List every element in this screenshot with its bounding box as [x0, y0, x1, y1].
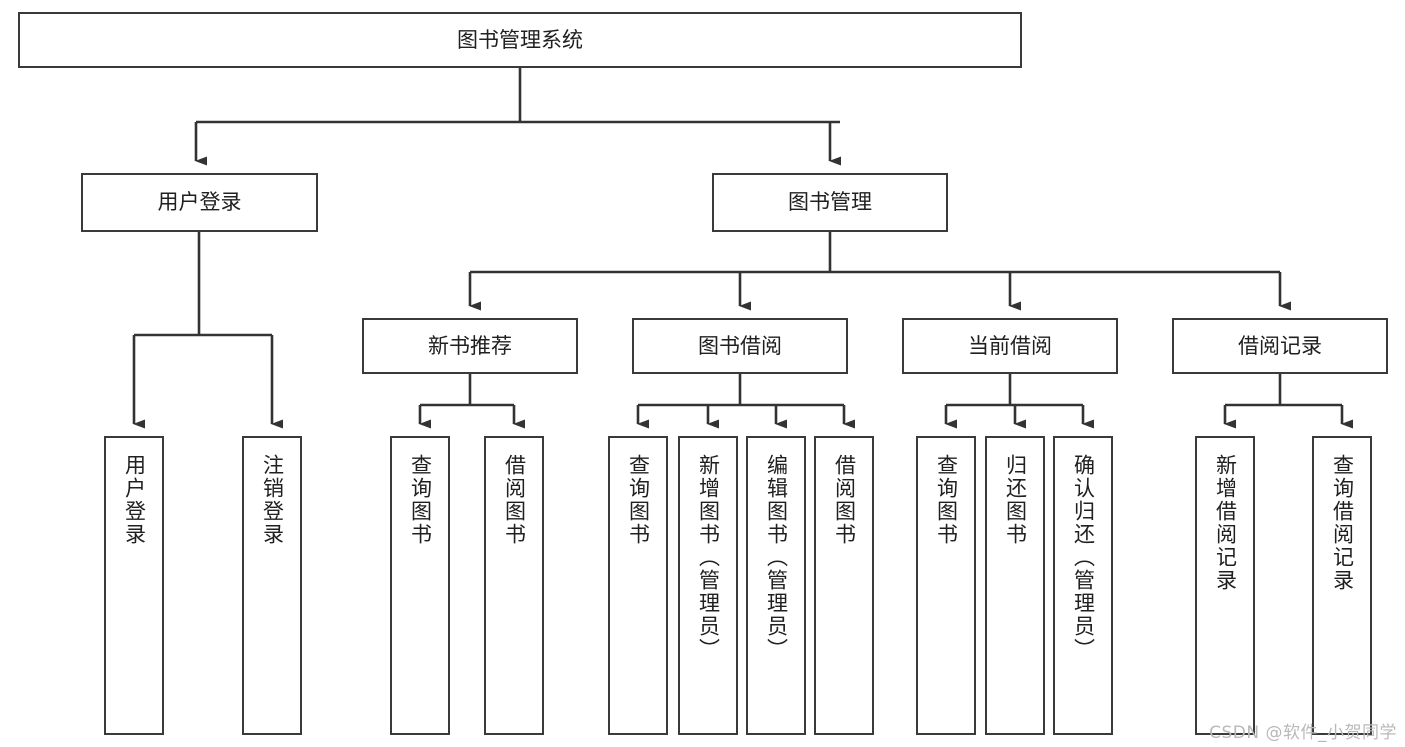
node-leaf-query-book-rec-label: 查询图书 — [408, 454, 433, 546]
node-borrow-record[interactable]: 借阅记录 — [1172, 318, 1388, 374]
node-new-book-rec[interactable]: 新书推荐 — [362, 318, 578, 374]
node-book-manage-label: 图书管理 — [788, 190, 872, 215]
node-leaf-return-book-label: 归还图书 — [1003, 454, 1028, 546]
node-leaf-query-book-rec[interactable]: 查询图书 — [390, 436, 450, 735]
node-leaf-query-book-cb[interactable]: 查询图书 — [916, 436, 976, 735]
node-leaf-add-record-label: 新增借阅记录 — [1213, 454, 1238, 592]
node-leaf-query-book-bb[interactable]: 查询图书 — [608, 436, 668, 735]
node-leaf-user-login[interactable]: 用户登录 — [104, 436, 164, 735]
node-root[interactable]: 图书管理系统 — [18, 12, 1022, 68]
node-user-login[interactable]: 用户登录 — [81, 173, 318, 232]
node-book-borrow-label: 图书借阅 — [698, 333, 782, 358]
node-borrow-record-label: 借阅记录 — [1238, 333, 1322, 358]
node-current-borrow[interactable]: 当前借阅 — [902, 318, 1118, 374]
node-book-manage[interactable]: 图书管理 — [712, 173, 948, 232]
node-leaf-query-book-cb-label: 查询图书 — [934, 454, 959, 546]
node-leaf-user-login-label: 用户登录 — [122, 454, 147, 546]
node-leaf-add-book[interactable]: 新增图书（管理员） — [678, 436, 738, 735]
node-leaf-query-book-bb-label: 查询图书 — [626, 454, 651, 546]
node-new-book-rec-label: 新书推荐 — [428, 333, 512, 358]
node-root-label: 图书管理系统 — [457, 27, 583, 52]
node-leaf-return-book[interactable]: 归还图书 — [985, 436, 1045, 735]
node-leaf-borrow-book-bb-label: 借阅图书 — [832, 454, 857, 546]
node-leaf-query-record-label: 查询借阅记录 — [1330, 454, 1355, 592]
node-leaf-borrow-book-rec-label: 借阅图书 — [502, 454, 527, 546]
csdn-watermark: CSDN @软件_小贺同学 — [1209, 723, 1397, 743]
node-leaf-edit-book-label: 编辑图书（管理员） — [764, 454, 789, 661]
node-leaf-logout[interactable]: 注销登录 — [242, 436, 302, 735]
node-leaf-edit-book[interactable]: 编辑图书（管理员） — [746, 436, 806, 735]
node-leaf-confirm-return[interactable]: 确认归还（管理员） — [1053, 436, 1113, 735]
node-leaf-logout-label: 注销登录 — [260, 454, 285, 546]
node-current-borrow-label: 当前借阅 — [968, 333, 1052, 358]
node-book-borrow[interactable]: 图书借阅 — [632, 318, 848, 374]
node-leaf-add-book-label: 新增图书（管理员） — [696, 454, 721, 661]
node-leaf-query-record[interactable]: 查询借阅记录 — [1312, 436, 1372, 735]
node-leaf-borrow-book-bb[interactable]: 借阅图书 — [814, 436, 874, 735]
node-leaf-confirm-return-label: 确认归还（管理员） — [1071, 454, 1096, 661]
node-leaf-borrow-book-rec[interactable]: 借阅图书 — [484, 436, 544, 735]
node-leaf-add-record[interactable]: 新增借阅记录 — [1195, 436, 1255, 735]
node-user-login-label: 用户登录 — [157, 190, 242, 215]
